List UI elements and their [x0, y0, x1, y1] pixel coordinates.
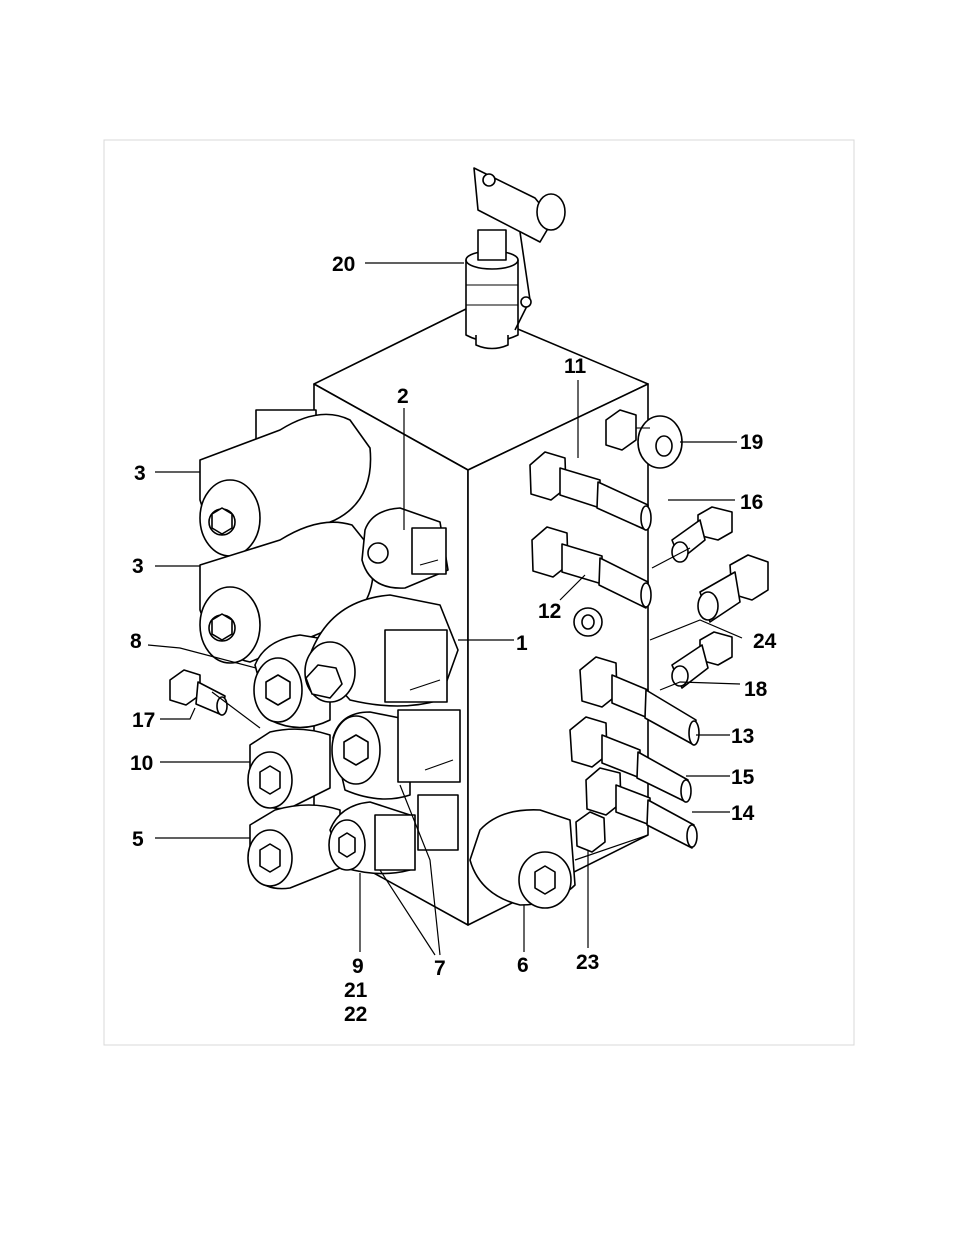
callout-7: 7	[434, 957, 446, 980]
hand-pump-part-20	[466, 168, 565, 349]
callout-24: 24	[753, 630, 777, 653]
callout-3-lower: 3	[132, 555, 144, 578]
callout-16: 16	[740, 491, 763, 514]
callout-5: 5	[132, 828, 144, 851]
cartridge-part-17	[170, 670, 227, 715]
plug-part-23	[576, 812, 605, 852]
solenoid-part-5	[248, 805, 340, 889]
callout-21: 21	[344, 979, 368, 1002]
cartridge-part-16	[672, 507, 732, 562]
callout-1: 1	[516, 632, 528, 655]
callout-17: 17	[132, 709, 155, 732]
callout-2: 2	[397, 385, 409, 408]
callout-19: 19	[740, 431, 763, 454]
callout-23: 23	[576, 951, 599, 974]
callout-3-upper: 3	[134, 462, 146, 485]
callout-15: 15	[731, 766, 755, 789]
callout-18: 18	[744, 678, 768, 701]
cartridge-part-24	[698, 555, 768, 622]
callout-8: 8	[130, 630, 142, 653]
callout-10: 10	[130, 752, 153, 775]
callout-20: 20	[332, 253, 355, 276]
callout-6: 6	[517, 954, 529, 977]
callout-11: 11	[564, 355, 587, 378]
cartridge-part-18	[672, 632, 732, 688]
callout-22: 22	[344, 1003, 367, 1026]
callout-14: 14	[731, 802, 755, 825]
callout-12: 12	[538, 600, 561, 623]
callout-13: 13	[731, 725, 754, 748]
callout-9: 9	[352, 955, 364, 978]
solenoid-part-2	[362, 508, 448, 588]
